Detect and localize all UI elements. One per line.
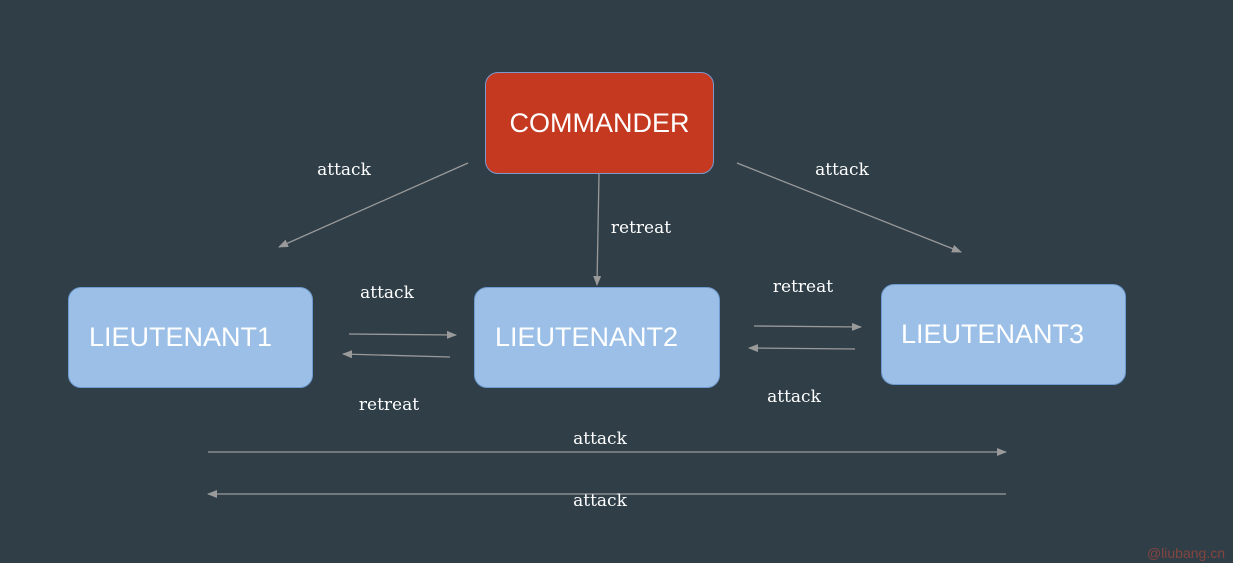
edge-lt2-to-lt1: [342, 350, 451, 359]
edge-lt2-to-lt3: [753, 322, 862, 331]
edge-label-lt2-to-lt1: retreat: [358, 395, 420, 415]
edge-commander-to-lt1: [278, 162, 469, 248]
commander-label: COMMANDER: [509, 107, 690, 138]
edge-label-lt1-to-lt3: attack: [573, 429, 627, 449]
lieutenant3-node: LIEUTENANT3: [881, 284, 1126, 385]
lieutenant2-label: LIEUTENANT2: [495, 322, 679, 352]
edge-label-lt2-to-lt3: retreat: [772, 277, 834, 297]
edge-label-commander-to-lt1: attack: [317, 160, 371, 180]
commander-node: COMMANDER: [485, 72, 714, 174]
watermark: @liubang.cn: [1146, 545, 1225, 561]
edge-label-lt1-to-lt2: attack: [360, 283, 414, 303]
edge-commander-to-lt3: [736, 162, 962, 253]
lieutenant2-node: LIEUTENANT2: [474, 287, 720, 388]
lieutenant1-label: LIEUTENANT1: [89, 322, 273, 352]
edge-label-lt3-to-lt1: attack: [573, 491, 627, 511]
lieutenant1-node: LIEUTENANT1: [68, 287, 313, 388]
edge-lt1-to-lt2: [348, 330, 457, 339]
edge-commander-to-lt2: [593, 173, 602, 286]
edge-label-lt3-to-lt2: attack: [767, 387, 821, 407]
lieutenant3-label: LIEUTENANT3: [901, 319, 1085, 349]
edge-lt3-to-lt2: [748, 344, 856, 353]
edge-label-commander-to-lt3: attack: [815, 160, 869, 180]
edge-label-commander-to-lt2: retreat: [610, 218, 672, 238]
